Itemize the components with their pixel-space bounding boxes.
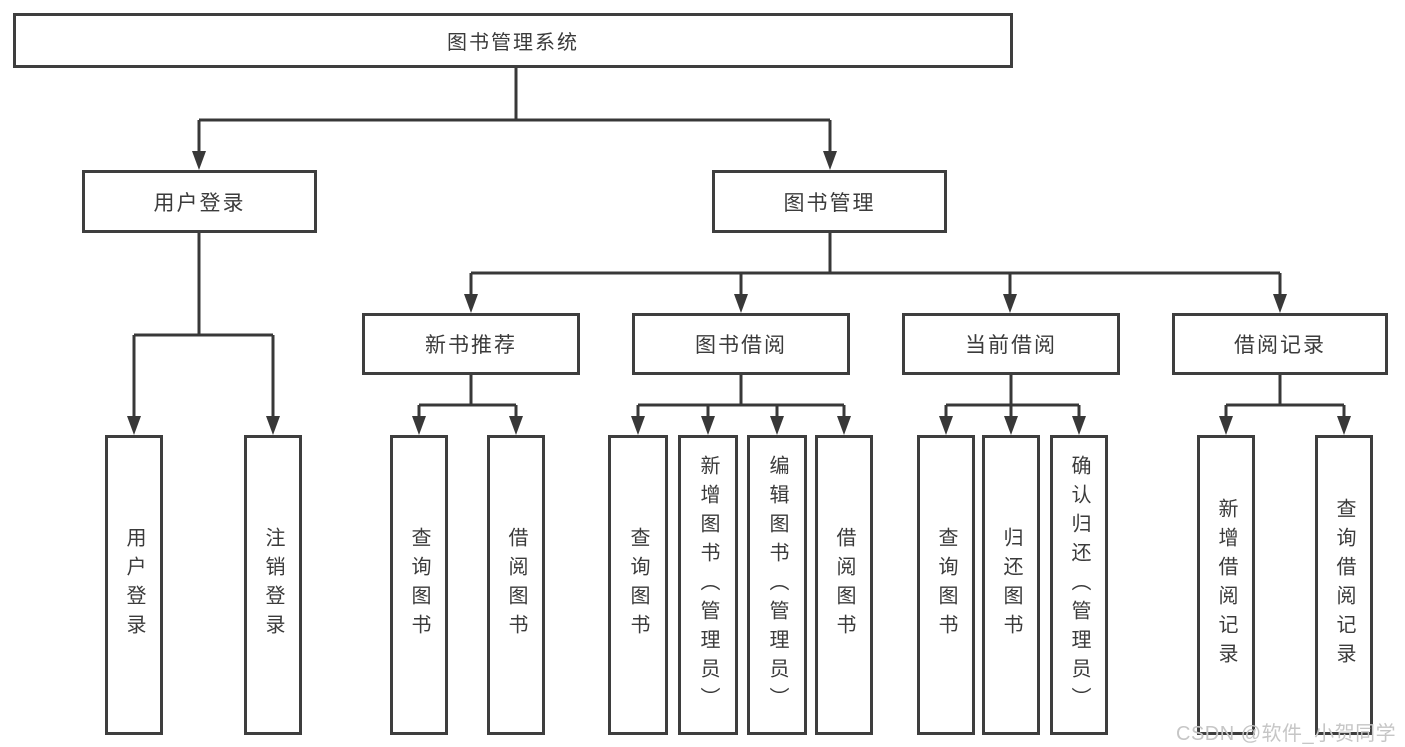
watermark: CSDN @软件_小贺同学 [1176, 723, 1397, 745]
node-root-label: 图书管理系统 [447, 32, 579, 54]
leaf-node-query-books: 查询图书 [390, 435, 448, 735]
node-book-borrow: 图书借阅 [632, 313, 850, 375]
node-new-book-recommend: 新书推荐 [362, 313, 580, 375]
node-new-book-recommend-label: 新书推荐 [425, 334, 517, 357]
leaf-node-edit-books-admin: 编辑图书（管理员） [747, 435, 807, 735]
leaf-label: 注销登录 [262, 527, 284, 643]
leaf-node-borrow-books: 借阅图书 [815, 435, 873, 735]
leaf-label: 新增借阅记录 [1215, 498, 1237, 672]
leaf-node-borrow-books: 借阅图书 [487, 435, 545, 735]
leaf-node-add-books-admin: 新增图书（管理员） [678, 435, 738, 735]
leaf-node-confirm-return-admin: 确认归还（管理员） [1050, 435, 1108, 735]
leaf-node-user-login: 用户登录 [105, 435, 163, 735]
leaf-node-logout: 注销登录 [244, 435, 302, 735]
leaf-label: 新增图书（管理员） [697, 454, 719, 716]
node-user-login: 用户登录 [82, 170, 317, 233]
leaf-label: 借阅图书 [833, 527, 855, 643]
node-book-borrow-label: 图书借阅 [695, 334, 787, 357]
node-user-login-label: 用户登录 [153, 191, 246, 215]
node-current-borrow-label: 当前借阅 [965, 334, 1057, 357]
leaf-label: 查询图书 [408, 527, 430, 643]
leaf-label: 归还图书 [1000, 527, 1022, 643]
node-borrow-records: 借阅记录 [1172, 313, 1388, 375]
leaf-label: 用户登录 [123, 527, 145, 643]
leaf-label: 查询图书 [627, 527, 649, 643]
leaf-node-add-borrow-record: 新增借阅记录 [1197, 435, 1255, 735]
node-borrow-records-label: 借阅记录 [1234, 334, 1326, 357]
leaf-node-return-books: 归还图书 [982, 435, 1040, 735]
leaf-label: 编辑图书（管理员） [766, 454, 788, 716]
node-current-borrow: 当前借阅 [902, 313, 1120, 375]
leaf-label: 查询图书 [935, 527, 957, 643]
node-root: 图书管理系统 [13, 13, 1013, 68]
leaf-label: 查询借阅记录 [1333, 498, 1355, 672]
leaf-node-query-books: 查询图书 [608, 435, 668, 735]
leaf-label: 确认归还（管理员） [1068, 454, 1090, 716]
leaf-node-query-borrow-record: 查询借阅记录 [1315, 435, 1373, 735]
node-book-management: 图书管理 [712, 170, 947, 233]
node-book-management-label: 图书管理 [783, 191, 876, 215]
leaf-label: 借阅图书 [505, 527, 527, 643]
leaf-node-query-books: 查询图书 [917, 435, 975, 735]
